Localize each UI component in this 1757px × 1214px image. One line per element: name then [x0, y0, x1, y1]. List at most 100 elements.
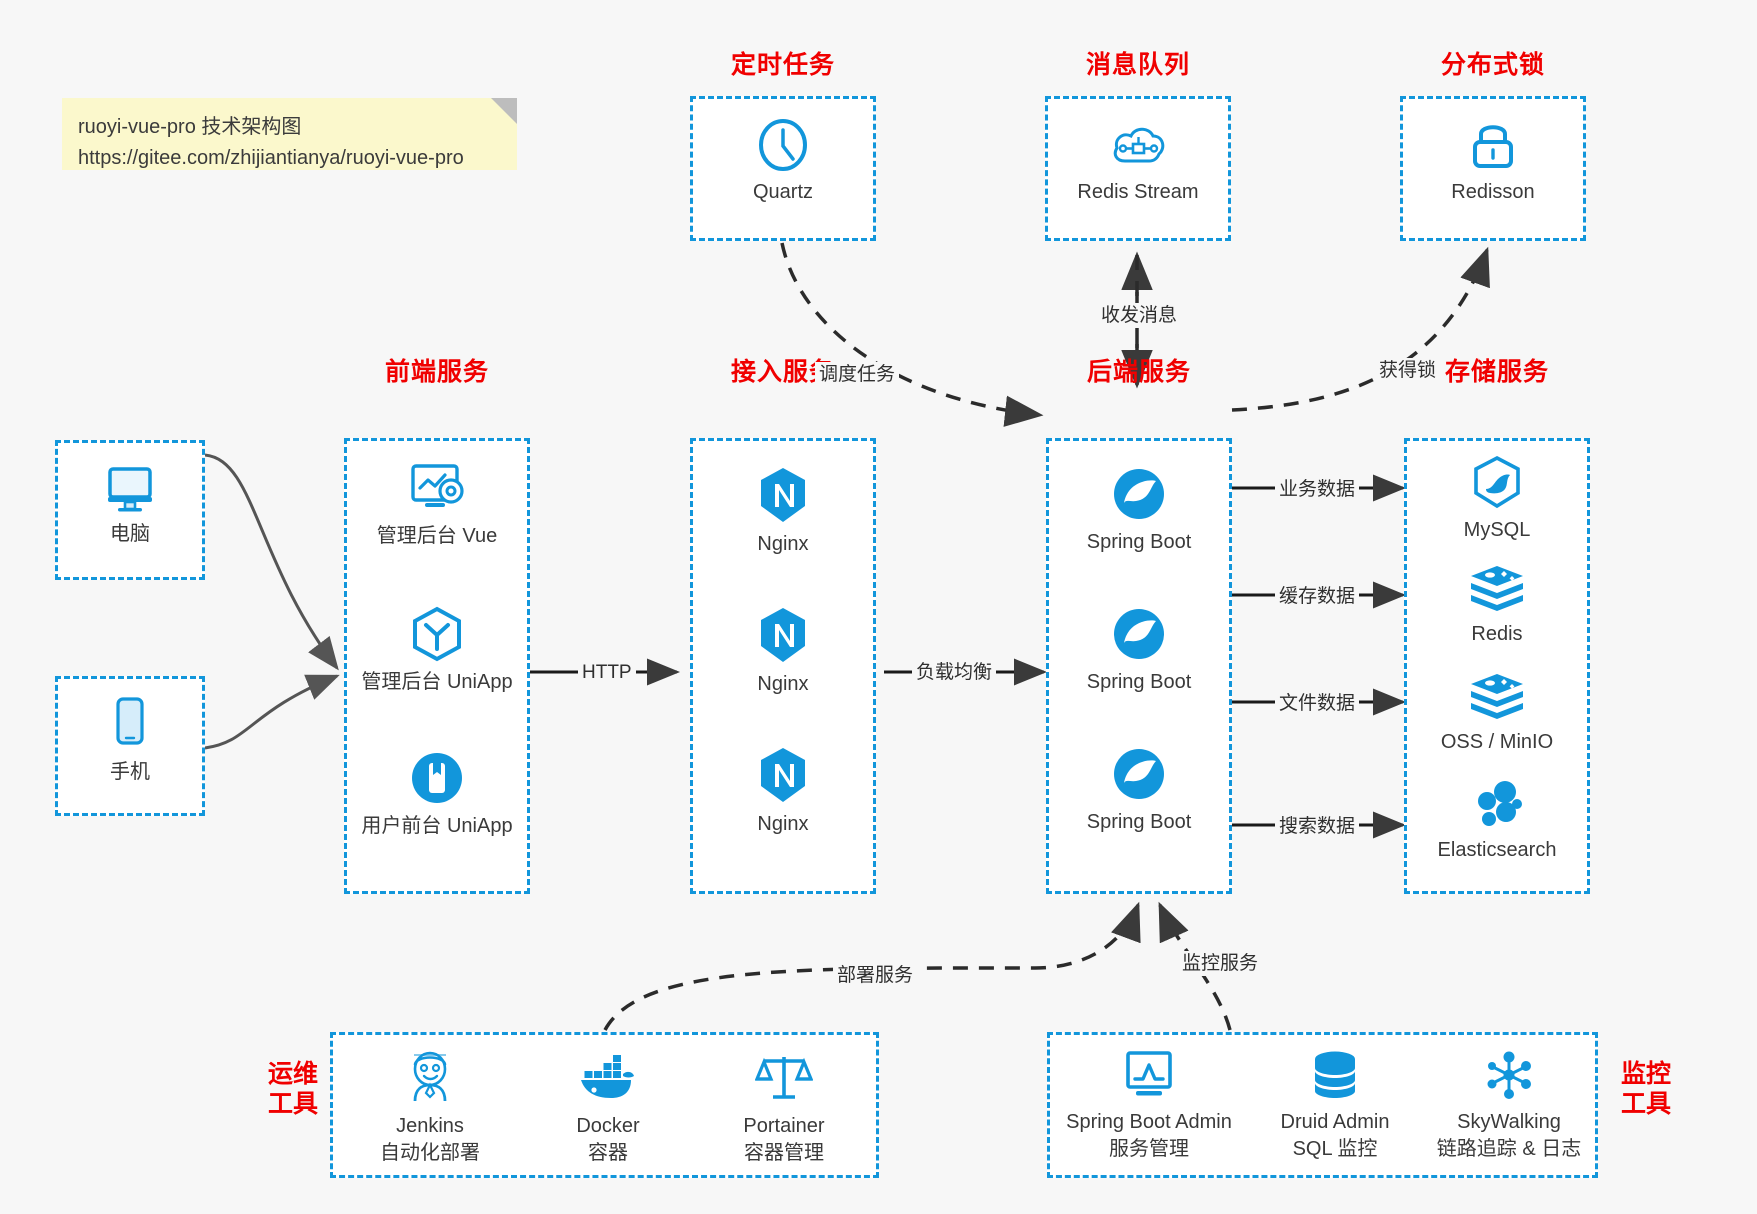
group-monitor: Spring Boot Admin 服务管理 Druid Admin SQL 监…	[1047, 1032, 1598, 1178]
node-label: Nginx	[757, 673, 809, 695]
node-nginx-3[interactable]: Nginx	[693, 745, 873, 838]
note-card: ruoyi-vue-pro 技术架构图 https://gitee.com/zh…	[62, 98, 517, 170]
node-redisson[interactable]: Redisson	[1403, 117, 1583, 206]
node-springboot-3[interactable]: Spring Boot	[1049, 745, 1229, 836]
hexagon-y-icon	[408, 605, 466, 663]
node-label: 电脑	[110, 523, 150, 545]
edge-label-load-balance: 负载均衡	[912, 660, 997, 685]
node-label: 管理后台 Vue	[376, 525, 498, 547]
node-sublabel: 服务管理	[1109, 1138, 1189, 1160]
node-label: Nginx	[757, 813, 809, 835]
node-elasticsearch[interactable]: Elasticsearch	[1407, 779, 1587, 864]
group-title-storage: 存储服务	[1444, 358, 1549, 386]
group-devops: Jenkins 自动化部署 Docker 容器	[330, 1032, 879, 1178]
node-desktop[interactable]: 电脑	[58, 463, 202, 548]
lock-icon	[1466, 117, 1520, 173]
group-gateway: Nginx Nginx Nginx	[690, 438, 876, 894]
note-fold-corner	[491, 98, 517, 124]
group-storage: MySQL Redis	[1404, 438, 1590, 894]
node-redis-stream[interactable]: Redis Stream	[1048, 117, 1228, 206]
node-admin-vue[interactable]: 管理后台 Vue	[347, 461, 527, 550]
node-label: SkyWalking	[1457, 1111, 1561, 1133]
mobile-icon	[110, 695, 150, 753]
elasticsearch-icon	[1469, 779, 1525, 831]
group-client-desktop: 电脑	[55, 440, 205, 580]
node-label: Redis	[1471, 623, 1523, 645]
node-mobile[interactable]: 手机	[58, 695, 202, 786]
node-label: Druid Admin	[1280, 1111, 1390, 1133]
edge-label-file-data: 文件数据	[1275, 691, 1360, 716]
node-sublabel: 链路追踪 & 日志	[1436, 1138, 1582, 1160]
spring-icon	[1110, 745, 1168, 803]
node-label: Jenkins	[396, 1115, 464, 1137]
node-label: Spring Boot	[1086, 811, 1192, 833]
skywalking-icon	[1480, 1049, 1538, 1103]
node-druid-admin[interactable]: Druid Admin SQL 监控	[1250, 1049, 1420, 1163]
group-client-mobile: 手机	[55, 676, 205, 816]
node-nginx-2[interactable]: Nginx	[693, 605, 873, 698]
edge-label-cache-data: 缓存数据	[1275, 584, 1360, 609]
group-lock: Redisson	[1400, 96, 1586, 241]
node-admin-uniapp[interactable]: 管理后台 UniApp	[347, 605, 527, 696]
edge-label-business-data: 业务数据	[1275, 477, 1360, 502]
database-icon	[1308, 1049, 1362, 1103]
node-label: Spring Boot	[1086, 531, 1192, 553]
monitor-chart-icon	[1120, 1049, 1178, 1103]
node-springboot-2[interactable]: Spring Boot	[1049, 605, 1229, 696]
monitor-title-line2: 工具	[1620, 1090, 1671, 1118]
group-title-mq: 消息队列	[1085, 51, 1190, 79]
node-label: Redis Stream	[1077, 181, 1199, 203]
node-spring-boot-admin[interactable]: Spring Boot Admin 服务管理	[1054, 1049, 1244, 1163]
node-sublabel: SQL 监控	[1292, 1138, 1378, 1160]
docker-icon	[577, 1049, 639, 1107]
jenkins-icon	[402, 1049, 458, 1107]
nginx-icon	[756, 605, 810, 665]
node-sublabel: 容器	[588, 1142, 628, 1164]
node-label: MySQL	[1463, 519, 1531, 541]
node-sublabel: 容器管理	[744, 1142, 824, 1164]
group-title-frontend: 前端服务	[384, 358, 489, 386]
group-frontend: 管理后台 Vue 管理后台 UniApp 用户前台 UniApp	[344, 438, 530, 894]
group-backend: Spring Boot Spring Boot Spring Boot	[1046, 438, 1232, 894]
edge-label-search-data: 搜索数据	[1275, 814, 1360, 839]
group-title-devops: 运维 工具	[258, 1059, 328, 1119]
devops-title-line2: 工具	[267, 1090, 318, 1118]
node-redis[interactable]: Redis	[1407, 563, 1587, 648]
group-mq: Redis Stream	[1045, 96, 1231, 241]
edge-label-monitor-service: 监控服务	[1178, 951, 1263, 976]
scales-icon	[754, 1049, 814, 1107]
group-title-scheduler: 定时任务	[730, 51, 835, 79]
group-title-backend: 后端服务	[1086, 358, 1191, 386]
node-skywalking[interactable]: SkyWalking 链路追踪 & 日志	[1420, 1049, 1598, 1163]
node-label: Quartz	[752, 181, 814, 203]
node-sublabel: 自动化部署	[380, 1142, 480, 1164]
node-label: OSS / MinIO	[1440, 731, 1554, 753]
node-user-uniapp[interactable]: 用户前台 UniApp	[347, 749, 527, 840]
edge-label-deploy-service: 部署服务	[833, 963, 918, 988]
spring-icon	[1110, 605, 1168, 663]
monitor-title-line1: 监控	[1620, 1060, 1671, 1088]
node-jenkins[interactable]: Jenkins 自动化部署	[345, 1049, 515, 1167]
node-label: Nginx	[757, 533, 809, 555]
node-portainer[interactable]: Portainer 容器管理	[699, 1049, 869, 1167]
node-oss-minio[interactable]: OSS / MinIO	[1407, 671, 1587, 756]
mobile-app-icon	[408, 749, 466, 807]
node-label: 管理后台 UniApp	[361, 671, 513, 693]
edge-label-schedule-task: 调度任务	[815, 362, 900, 387]
desktop-icon	[102, 463, 158, 515]
node-label: Spring Boot	[1086, 671, 1192, 693]
node-springboot-1[interactable]: Spring Boot	[1049, 465, 1229, 556]
redis-icon	[1468, 563, 1526, 615]
node-label: Redisson	[1451, 181, 1535, 203]
group-title-monitor: 监控 工具	[1608, 1059, 1684, 1119]
node-label: Docker	[576, 1115, 640, 1137]
node-label: Spring Boot Admin	[1066, 1111, 1232, 1133]
cloud-network-icon	[1109, 117, 1167, 173]
node-quartz[interactable]: Quartz	[693, 117, 873, 206]
oss-icon	[1468, 671, 1526, 723]
node-docker[interactable]: Docker 容器	[523, 1049, 693, 1167]
node-label: 手机	[110, 761, 150, 783]
node-mysql[interactable]: MySQL	[1407, 455, 1587, 544]
node-nginx-1[interactable]: Nginx	[693, 465, 873, 558]
